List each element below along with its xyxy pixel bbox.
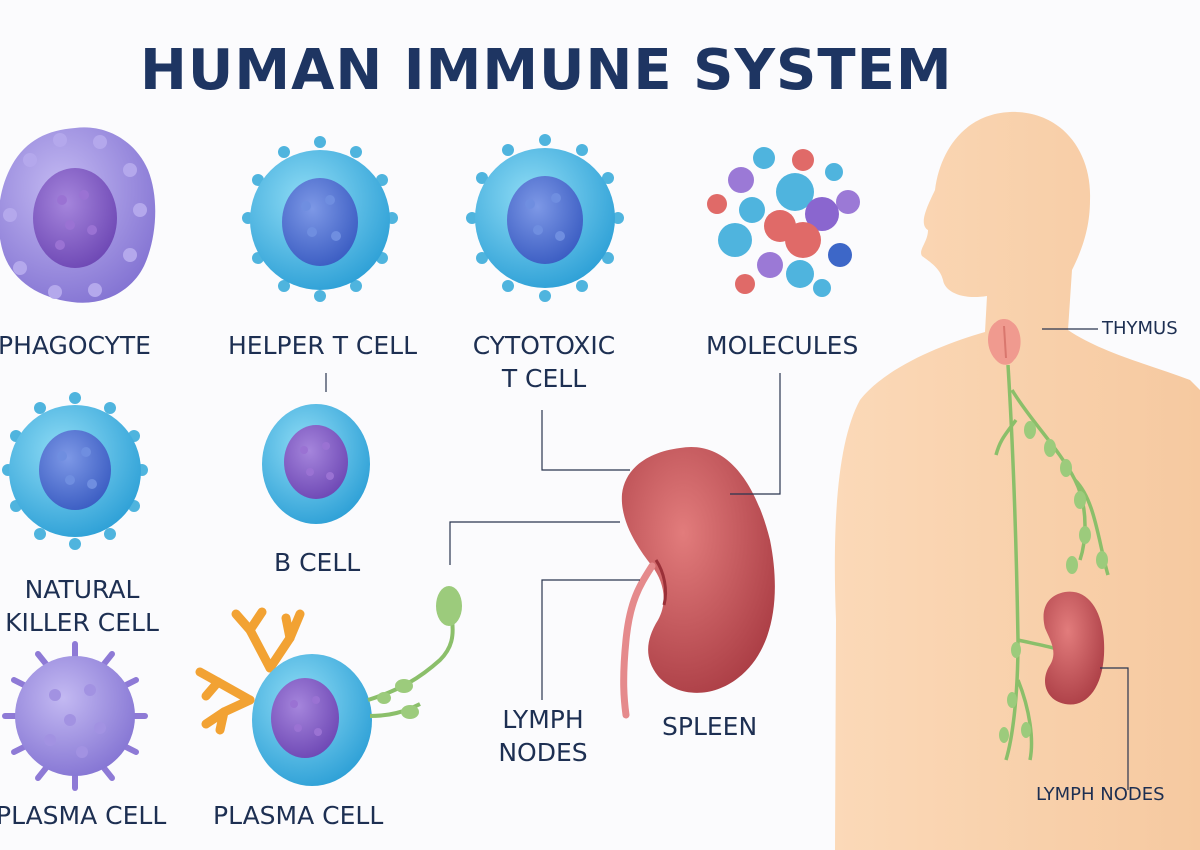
natural-killer-cell: [2, 392, 148, 550]
label-spleen: SPLEEN: [662, 712, 758, 741]
label-plasma-cell-2: PLASMA CELL: [213, 801, 384, 830]
label-lymph-nodes-center: LYMPH NODES: [478, 703, 608, 769]
plasma-cell-blue: [252, 654, 372, 786]
antibodies: [195, 607, 305, 735]
label-thymus: THYMUS: [1102, 318, 1178, 339]
label-natural-killer-cell: NATURAL KILLER CELL: [2, 573, 162, 639]
body-spleen: [1043, 591, 1105, 705]
cytotoxic-t-cell: [466, 134, 624, 302]
center-leader-lines: [449, 373, 781, 700]
phagocyte-cell: [0, 127, 156, 303]
plasma-cell-purple: [2, 641, 148, 791]
b-cell: [262, 404, 370, 524]
lymph-vessel: [367, 586, 462, 719]
label-b-cell: B CELL: [274, 548, 361, 577]
page-title: HUMAN IMMUNE SYSTEM: [140, 38, 953, 103]
label-cytotoxic-line2: T CELL: [501, 364, 587, 393]
label-molecules: MOLECULES: [706, 331, 859, 360]
human-body: [834, 111, 1200, 850]
molecules-cluster: [707, 147, 860, 297]
label-lymph-line2: NODES: [498, 738, 588, 767]
body-lymph-nodes: [999, 421, 1108, 743]
label-nk-line2: KILLER CELL: [5, 608, 159, 637]
helper-t-cell: [242, 136, 398, 302]
thymus-organ: [988, 319, 1021, 365]
label-helper-t-cell: HELPER T CELL: [228, 331, 418, 360]
label-cytotoxic-line1: CYTOTOXIC: [472, 331, 616, 360]
label-phagocyte: PHAGOCYTE: [0, 331, 151, 360]
label-cytotoxic-t-cell: CYTOTOXIC T CELL: [464, 329, 624, 395]
label-lymph-line1: LYMPH: [502, 705, 584, 734]
label-nk-line1: NATURAL: [24, 575, 140, 604]
body-leader-lines: [1042, 328, 1129, 790]
label-lymph-nodes-body: LYMPH NODES: [1036, 784, 1165, 805]
label-plasma-cell-1: PLASMA CELL: [0, 801, 167, 830]
spleen-organ: [620, 446, 775, 719]
